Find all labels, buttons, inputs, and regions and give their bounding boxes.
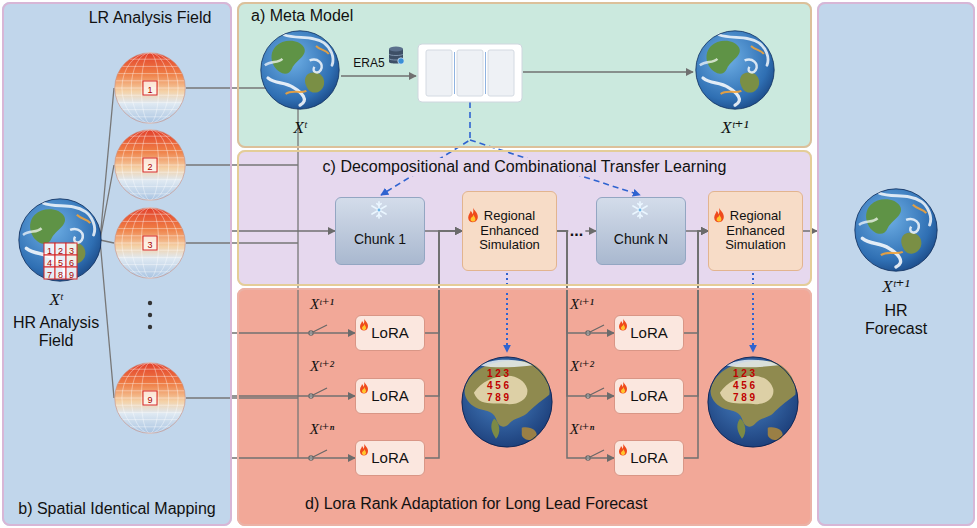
regional-box: Regional Enhanced Simulation [462, 191, 557, 271]
region-number: 1 2 3 [733, 368, 755, 380]
connector [232, 395, 355, 397]
edge-label: ... [568, 222, 585, 240]
input-label: Xᵗ⁺¹ [570, 296, 594, 313]
box-text: Chunk N [614, 231, 668, 247]
chunk-box: Chunk N [596, 197, 686, 265]
variable-label: Xᵗ⁺¹ [882, 277, 909, 297]
dataset-label: ERA5 [353, 57, 384, 71]
grid-number: 9 [69, 270, 74, 280]
input-label: Xᵗ⁺¹ [310, 296, 334, 313]
lora-panel: d) Lora Rank Adaptation for Long Lead Fo… [237, 288, 812, 526]
connector [425, 231, 462, 396]
box-text: LoRA [371, 387, 409, 404]
patch-number: 9 [147, 395, 152, 405]
lora-box: LoRA [355, 378, 425, 414]
lora-box: LoRA [355, 440, 425, 476]
region-number: 7 8 9 [487, 392, 509, 404]
input-label: Xᵗ⁺² [570, 358, 594, 375]
field-title: LR Analysis Field [89, 9, 212, 27]
connector [684, 231, 708, 333]
connector [425, 231, 462, 333]
grid-number: 7 [47, 270, 52, 280]
region-number: 7 8 9 [733, 392, 755, 404]
variable-label: Xᵗ [49, 290, 62, 310]
flame-icon [713, 207, 725, 223]
connector [684, 231, 708, 458]
flame-icon [618, 318, 628, 331]
mapping-wires [100, 88, 298, 458]
box-text: Regional Enhanced Simulation [470, 209, 550, 254]
panel-title: c) Decompositional and Combinational Tra… [320, 158, 730, 176]
box-text: Chunk 1 [354, 231, 406, 247]
variable-label: Xᵗ [293, 118, 306, 138]
box-text: LoRA [630, 449, 668, 466]
lora-box: LoRA [614, 378, 684, 414]
connector [425, 231, 462, 458]
patch-number: 2 [147, 162, 152, 172]
box-text: LoRA [371, 449, 409, 466]
panel-title: b) Spatial Identical Mapping [15, 500, 218, 518]
snow-icon [370, 201, 388, 219]
input-label: Xᵗ⁺ⁿ [310, 421, 334, 438]
flame-icon [467, 207, 479, 223]
switch-symbols [309, 325, 604, 460]
panel-title: d) Lora Rank Adaptation for Long Lead Fo… [302, 495, 650, 513]
hr-globe [19, 199, 101, 281]
flame-icon [618, 381, 628, 394]
box-text: Regional Enhanced Simulation [716, 209, 796, 254]
connector [232, 230, 335, 232]
panel-title: HR Forecast [853, 302, 939, 339]
input-label: Xᵗ⁺ⁿ [570, 421, 594, 438]
flame-icon [359, 443, 369, 456]
connector [557, 231, 614, 458]
connector [232, 457, 355, 459]
grid-number: 4 [47, 258, 52, 268]
grid-number: 2 [58, 246, 63, 256]
region-globes [462, 357, 798, 447]
flame-icon [618, 443, 628, 456]
meta-model-figure [261, 31, 774, 109]
variable-label: Xᵗ⁺¹ [721, 118, 748, 138]
box-text: LoRA [371, 324, 409, 341]
region-number: 4 5 6 [487, 380, 509, 392]
box-text: LoRA [630, 324, 668, 341]
patch-number: 1 [147, 85, 152, 95]
lora-box: LoRA [614, 440, 684, 476]
panel-title: a) Meta Model [248, 7, 356, 25]
grid-number: 1 [47, 246, 52, 256]
grid-number: 6 [69, 258, 74, 268]
connector [684, 231, 708, 396]
connector [232, 332, 355, 334]
chunk-box: Chunk 1 [335, 197, 425, 265]
snow-icon [631, 201, 649, 219]
lora-box: LoRA [614, 315, 684, 351]
flame-icon [359, 381, 369, 394]
forecast-globe [855, 189, 937, 271]
forecast-panel: HR Forecast [817, 2, 975, 526]
region-number: 4 5 6 [733, 380, 755, 392]
box-text: LoRA [630, 387, 668, 404]
regional-box: Regional Enhanced Simulation [708, 191, 803, 271]
grid-number: 8 [58, 270, 63, 280]
grid-number: 5 [58, 258, 63, 268]
input-label: Xᵗ⁺² [310, 358, 334, 375]
connector [803, 230, 817, 232]
flame-icon [359, 318, 369, 331]
transfer-links [381, 102, 640, 195]
transfer-panel: c) Decompositional and Combinational Tra… [237, 150, 812, 286]
patch-number: 3 [147, 240, 152, 250]
mapping-panel: b) Spatial Identical Mapping [2, 2, 232, 526]
grid-number: 3 [69, 246, 74, 256]
lr-spheres [115, 53, 186, 434]
lora-box: LoRA [355, 315, 425, 351]
field-caption: HR Analysis Field [6, 314, 106, 351]
region-number: 1 2 3 [487, 368, 509, 380]
